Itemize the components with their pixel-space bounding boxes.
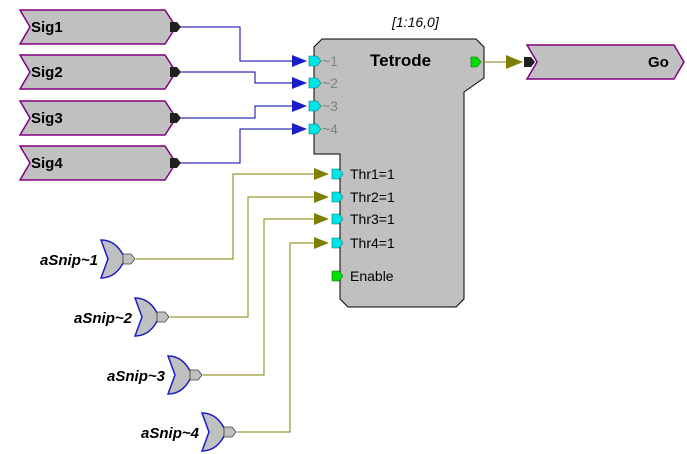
wire-snip4: [237, 242, 320, 433]
arrow-in1: [292, 55, 307, 67]
signal-block-1[interactable]: Sig1: [18, 9, 181, 45]
signal-port-3: [170, 113, 181, 123]
input-label-4: ~4: [322, 121, 338, 137]
signal-shape-3: [18, 100, 177, 136]
snip-port-4: [223, 426, 237, 438]
signal-shape-4: [18, 145, 177, 181]
snip-shape-3: [166, 355, 193, 395]
signal-label-1: Sig1: [31, 19, 63, 36]
threshold-label-2: Thr2=1: [350, 189, 395, 205]
port-thr4[interactable]: [331, 237, 344, 249]
output-port: [524, 57, 535, 67]
port-thr1[interactable]: [331, 168, 344, 180]
arrow-thr4: [314, 237, 329, 249]
signal-port-1: [170, 22, 181, 32]
signal-shape-2: [18, 54, 177, 90]
snip-label-3: aSnip~3: [107, 368, 166, 385]
arrow-in2: [292, 77, 307, 89]
wire-sig3: [178, 105, 300, 119]
port-out[interactable]: [470, 56, 482, 68]
snip-shape-2: [133, 297, 160, 337]
arrow-thr3: [314, 213, 329, 225]
snip-shape-4: [200, 412, 227, 452]
arrowheads: [292, 55, 523, 249]
port-in4[interactable]: [308, 123, 322, 135]
wire-sig1: [178, 26, 300, 62]
snip-block-1[interactable]: aSnip~1: [40, 239, 136, 279]
snip-port-3: [189, 369, 203, 381]
tetrode-block[interactable]: [1:16,0] Tetrode ~1 ~2 ~3 ~4 Thr1=1 Thr2…: [308, 14, 485, 308]
wire-snip2: [170, 196, 320, 318]
arrow-in4: [292, 123, 307, 135]
threshold-label-4: Thr4=1: [350, 235, 395, 251]
channel-spec: [1:16,0]: [391, 14, 440, 30]
arrow-go: [506, 55, 523, 69]
snip-label-2: aSnip~2: [74, 310, 133, 327]
arrow-thr2: [314, 191, 329, 203]
signal-label-3: Sig3: [31, 110, 63, 127]
port-in2[interactable]: [308, 77, 322, 89]
signal-label-4: Sig4: [31, 155, 63, 172]
threshold-label-3: Thr3=1: [350, 211, 395, 227]
input-label-1: ~1: [322, 53, 338, 69]
snip-label-1: aSnip~1: [40, 252, 98, 269]
wire-sig4: [178, 128, 300, 164]
port-thr2[interactable]: [331, 191, 344, 203]
input-label-3: ~3: [322, 98, 338, 114]
wire-sig2: [178, 71, 300, 84]
arrow-in3: [292, 100, 307, 112]
snip-wires: [136, 61, 520, 433]
port-enable[interactable]: [331, 270, 344, 282]
signal-shape-1: [18, 9, 177, 45]
tetrode-body: [313, 38, 485, 308]
snip-shape-1: [99, 239, 126, 279]
port-in1[interactable]: [308, 55, 322, 67]
signal-label-2: Sig2: [31, 64, 63, 81]
snip-block-3[interactable]: aSnip~3: [107, 355, 203, 395]
enable-label: Enable: [350, 268, 394, 284]
wire-snip1: [136, 173, 320, 260]
snip-port-1: [122, 253, 136, 265]
output-shape: [525, 44, 685, 80]
input-label-2: ~2: [322, 75, 338, 91]
signal-wires: [178, 26, 300, 164]
snip-label-4: aSnip~4: [141, 425, 200, 442]
wire-snip3: [203, 218, 320, 376]
signal-port-4: [170, 158, 181, 168]
signal-block-3[interactable]: Sig3: [18, 100, 181, 136]
block-title: Tetrode: [370, 51, 431, 70]
port-thr3[interactable]: [331, 213, 344, 225]
port-in3[interactable]: [308, 100, 322, 112]
threshold-label-1: Thr1=1: [350, 166, 395, 182]
signal-block-2[interactable]: Sig2: [18, 54, 181, 90]
output-label: Go: [648, 54, 669, 71]
signal-port-2: [170, 67, 181, 77]
snip-block-4[interactable]: aSnip~4: [141, 412, 237, 452]
arrow-thr1: [314, 168, 329, 180]
signal-block-4[interactable]: Sig4: [18, 145, 181, 181]
snip-port-2: [156, 311, 170, 323]
snip-block-2[interactable]: aSnip~2: [74, 297, 170, 337]
output-block-go[interactable]: Go: [524, 44, 685, 80]
